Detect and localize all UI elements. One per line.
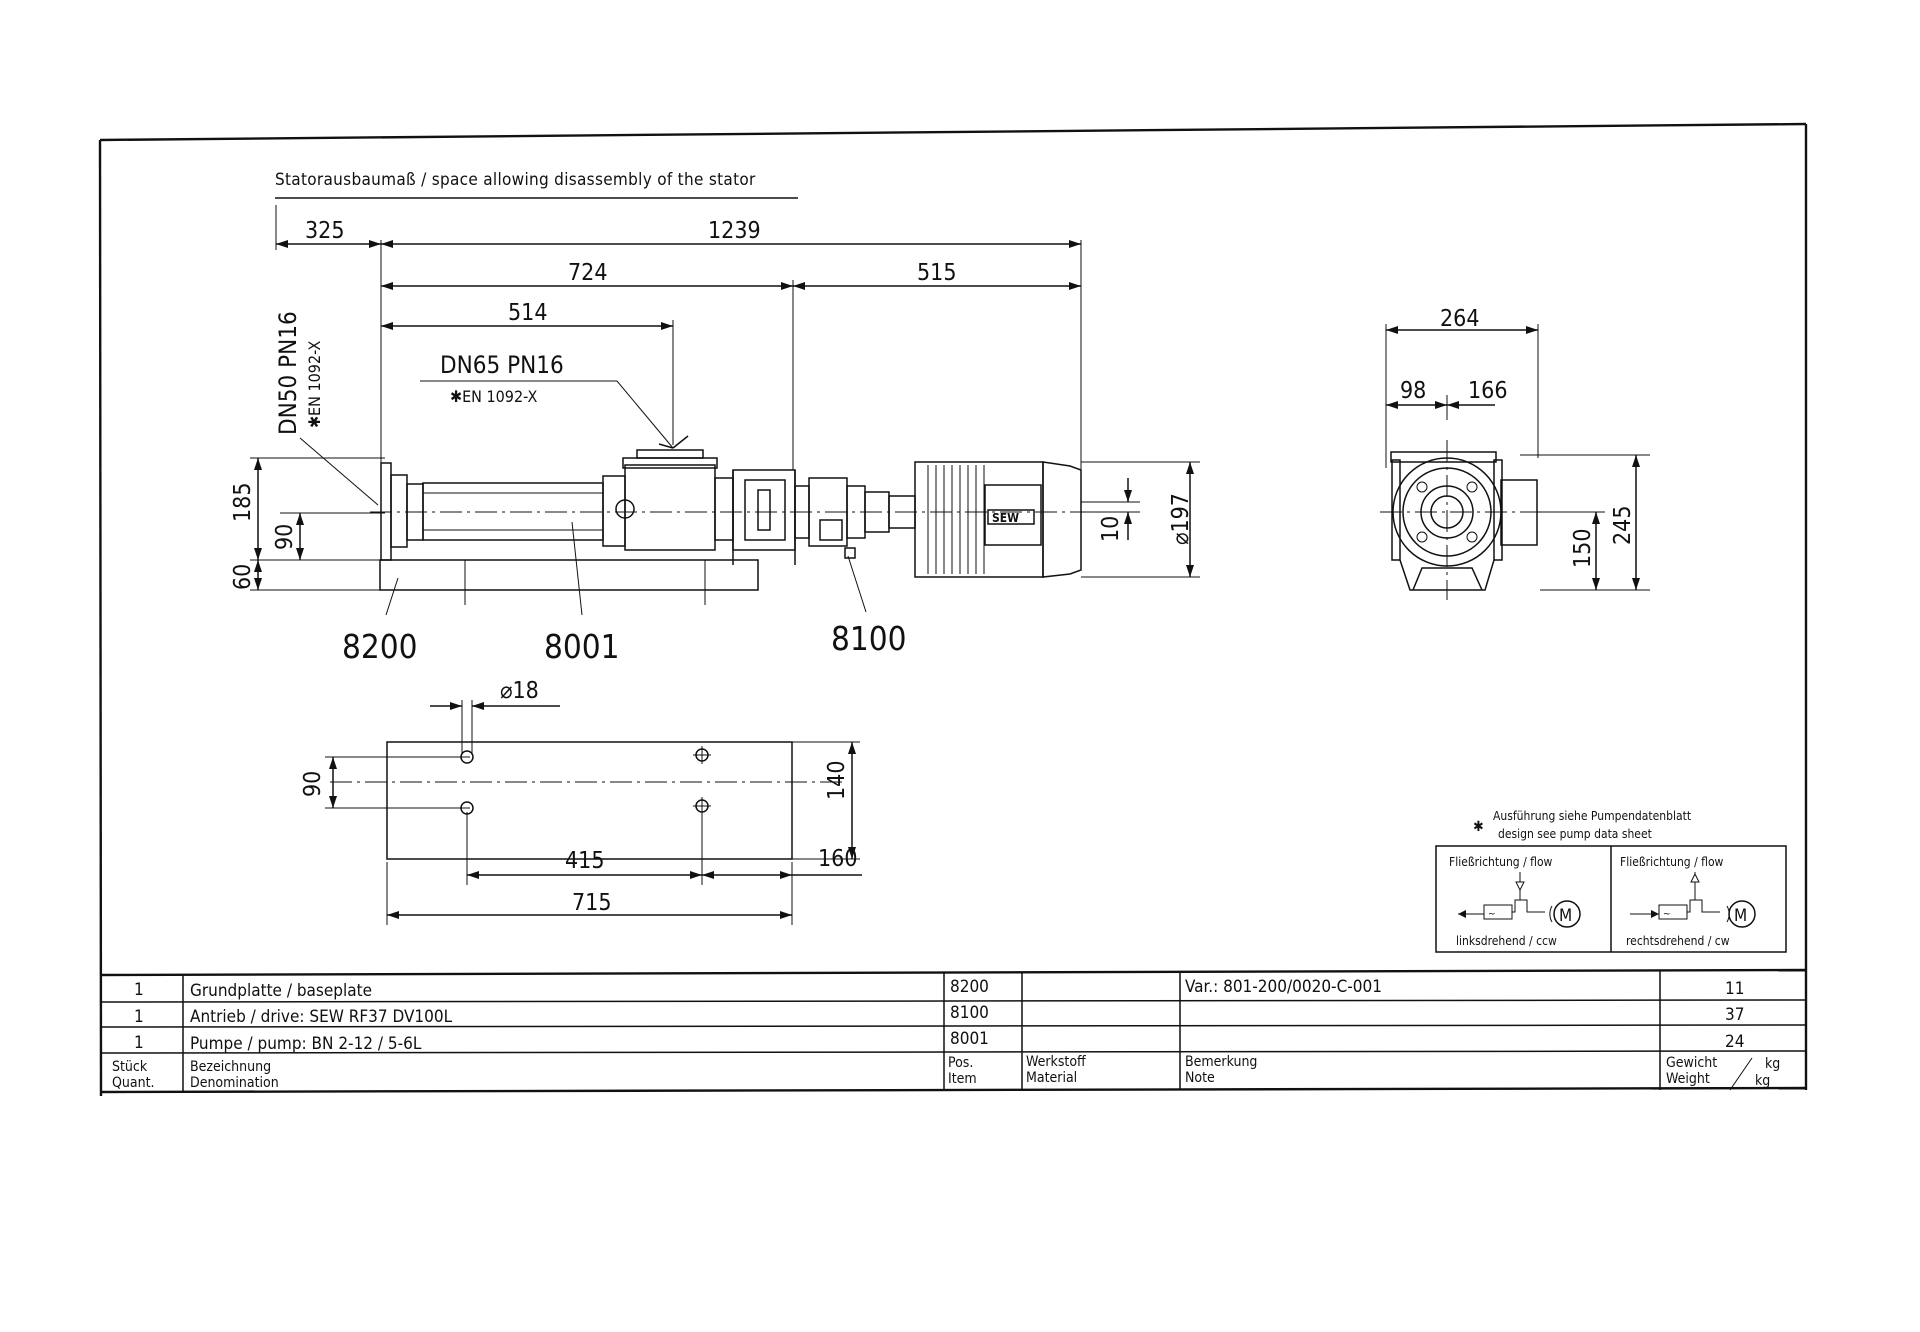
side-view-dimensions: 325 1239 724 515 514 bbox=[275, 205, 1082, 470]
header-unit-kg-2: kg bbox=[1755, 1073, 1770, 1089]
dim-166: 166 bbox=[1468, 378, 1508, 404]
note-star: ✱ bbox=[1473, 819, 1484, 835]
pump-end-view: 264 98 166 245 150 bbox=[1380, 306, 1650, 600]
note-en: design see pump data sheet bbox=[1498, 827, 1652, 841]
dim-514: 514 bbox=[508, 300, 548, 326]
svg-text:~: ~ bbox=[1488, 909, 1496, 920]
header-pos-de: Pos. bbox=[948, 1055, 973, 1071]
flow-direction-legend: Fließrichtung / flow Fließrichtung / flo… bbox=[1435, 845, 1787, 953]
header-wt-de: Gewicht bbox=[1666, 1055, 1717, 1071]
row1-qty: 1 bbox=[134, 980, 144, 1000]
dim-724: 724 bbox=[568, 260, 608, 286]
row2-denomination: Antrieb / drive: SEW RF37 DV100L bbox=[190, 1007, 453, 1027]
row3-denomination: Pumpe / pump: BN 2-12 / 5-6L bbox=[190, 1034, 422, 1054]
header-mat-en: Material bbox=[1026, 1070, 1077, 1086]
header-rem-de: Bemerkung bbox=[1185, 1054, 1257, 1070]
svg-text:M: M bbox=[1559, 906, 1572, 926]
note-de: Ausführung siehe Pumpendatenblatt bbox=[1493, 809, 1691, 823]
header-rem-en: Note bbox=[1185, 1070, 1215, 1086]
inlet-flange-text: DN50 PN16 bbox=[274, 311, 302, 435]
pump-side-view: 185 60 90 bbox=[230, 449, 1200, 666]
header-denom-en: Denomination bbox=[190, 1075, 279, 1091]
inlet-flange-std: ✱EN 1092-X bbox=[305, 340, 324, 428]
header-unit-kg-1: kg bbox=[1765, 1056, 1780, 1072]
row1-weight: 11 bbox=[1725, 979, 1744, 999]
dim-264: 264 bbox=[1440, 306, 1480, 332]
flow-right-caption: rechtsdrehend / cw bbox=[1626, 934, 1730, 948]
dim-185: 185 bbox=[230, 483, 256, 523]
dim-90: 90 bbox=[272, 524, 298, 550]
row2-qty: 1 bbox=[134, 1007, 144, 1027]
row3-weight: 24 bbox=[1725, 1032, 1744, 1052]
svg-text:M: M bbox=[1734, 906, 1747, 926]
stator-note: Statorausbaumaß / space allowing disasse… bbox=[275, 170, 798, 199]
dim-515: 515 bbox=[917, 260, 957, 286]
flow-left-caption: linksdrehend / ccw bbox=[1456, 934, 1557, 948]
header-qty-de: Stück bbox=[112, 1059, 148, 1075]
header-qty-en: Quant. bbox=[112, 1075, 155, 1091]
dim-d18: ⌀18 bbox=[500, 678, 539, 704]
dim-325: 325 bbox=[305, 218, 345, 244]
motor-brand-label: SEW bbox=[992, 511, 1019, 525]
row2-weight: 37 bbox=[1725, 1005, 1744, 1025]
row1-pos: 8200 bbox=[950, 977, 989, 997]
inlet-flange-label: DN50 PN16 ✱EN 1092-X bbox=[274, 311, 379, 506]
dim-245: 245 bbox=[1610, 506, 1636, 546]
outlet-flange-text: DN65 PN16 bbox=[440, 351, 564, 379]
design-note: ✱ Ausführung siehe Pumpendatenblatt desi… bbox=[1473, 809, 1691, 841]
stator-note-text: Statorausbaumaß / space allowing disasse… bbox=[275, 170, 756, 190]
parts-list-table: 1 Grundplatte / baseplate 8200 Var.: 801… bbox=[99, 968, 1807, 1094]
flow-right-title: Fließrichtung / flow bbox=[1620, 855, 1724, 869]
row2-pos: 8100 bbox=[950, 1003, 989, 1023]
position-8001: 8001 bbox=[544, 627, 620, 666]
dim-160: 160 bbox=[818, 846, 858, 872]
dim-415: 415 bbox=[565, 848, 605, 874]
row1-denomination: Grundplatte / baseplate bbox=[190, 981, 372, 1001]
dim-98: 98 bbox=[1400, 378, 1426, 404]
dim-715: 715 bbox=[572, 890, 612, 916]
dim-90-baseplate: 90 bbox=[300, 771, 326, 797]
flow-symbol-cw: ~ M bbox=[1630, 872, 1756, 928]
row3-pos: 8001 bbox=[950, 1029, 989, 1049]
header-pos-en: Item bbox=[948, 1071, 977, 1087]
motor-cooling-fins bbox=[927, 465, 985, 574]
row3-qty: 1 bbox=[134, 1033, 144, 1053]
drawing-frame bbox=[98, 122, 1808, 1097]
dim-197: ⌀197 bbox=[1168, 493, 1194, 545]
flow-symbol-ccw: ~ M bbox=[1458, 872, 1581, 928]
baseplate-top-view: ⌀18 90 140 415 160 715 bbox=[300, 678, 862, 925]
position-8200: 8200 bbox=[342, 627, 418, 666]
outlet-flange-label: DN65 PN16 ✱EN 1092-X bbox=[420, 351, 689, 449]
dim-150: 150 bbox=[1570, 529, 1596, 569]
header-mat-de: Werkstoff bbox=[1026, 1054, 1086, 1070]
row1-remark: Var.: 801-200/0020-C-001 bbox=[1185, 977, 1382, 997]
header-wt-en: Weight bbox=[1666, 1071, 1710, 1087]
dim-1239: 1239 bbox=[708, 218, 761, 244]
flow-left-title: Fließrichtung / flow bbox=[1449, 855, 1553, 869]
dim-60: 60 bbox=[230, 564, 256, 590]
header-denom-de: Bezeichnung bbox=[190, 1059, 271, 1075]
outlet-flange-std: ✱EN 1092-X bbox=[450, 387, 538, 406]
dim-10: 10 bbox=[1098, 516, 1124, 542]
svg-text:~: ~ bbox=[1663, 909, 1671, 920]
dim-140: 140 bbox=[824, 761, 850, 801]
position-8100: 8100 bbox=[831, 619, 907, 658]
